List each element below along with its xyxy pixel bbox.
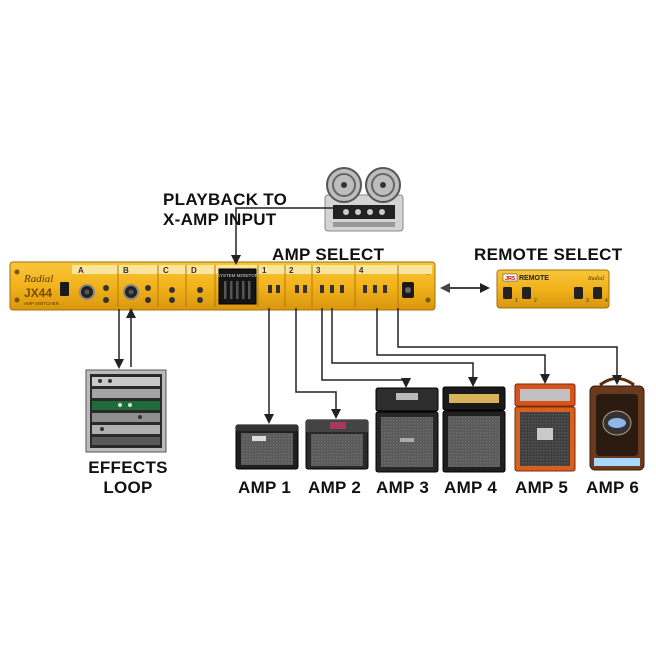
rack-section-label: 4 [359, 266, 364, 275]
playback-label-line1: PLAYBACK TO [163, 190, 288, 209]
amp-4-icon [442, 386, 506, 473]
remote-maker: Radial [587, 276, 604, 282]
remote-button-label: 2 [534, 298, 537, 304]
remote-button-label: 4 [605, 298, 608, 304]
effects-loop-label: EFFECTS LOOP [80, 458, 176, 498]
amp-3-icon [375, 387, 439, 473]
effects-label-line1: EFFECTS [88, 458, 168, 477]
amp-6-icon [589, 377, 645, 471]
signal-lines [114, 207, 622, 424]
remote-select-label: REMOTE SELECT [474, 245, 623, 264]
remote-button-label: 1 [515, 298, 518, 304]
rack-section-label: D [191, 266, 197, 275]
rack-section-label: 3 [316, 266, 321, 275]
rack-section-label: C [163, 266, 169, 275]
amp-2-label: AMP 2 [308, 478, 362, 497]
tape-machine-icon [324, 167, 404, 232]
amp-5-icon [514, 383, 576, 472]
effects-rack-icon [85, 369, 167, 453]
rack-section-label: 2 [289, 266, 294, 275]
amp-1-label: AMP 1 [238, 478, 292, 497]
rack-section-label: A [78, 266, 84, 275]
remote-title: REMOTE [519, 275, 549, 282]
amp-6-label: AMP 6 [586, 478, 640, 497]
rack-section-label: B [123, 266, 129, 275]
rack-monitor-label: SYSTEM MONITOR [217, 273, 259, 278]
rack-unit: Radial JX44 AMP SWITCHER A B C D 1 2 3 4 [9, 261, 436, 311]
amp-3-label: AMP 3 [376, 478, 430, 497]
amp-4-label: AMP 4 [444, 478, 498, 497]
rack-section-label: 1 [262, 266, 267, 275]
rack-brand: Radial [23, 273, 53, 285]
remote-footswitch: JR5 REMOTE Radial 1 2 3 4 [496, 269, 610, 309]
amp-select-label: AMP SELECT [272, 245, 385, 264]
playback-label-line2: X-AMP INPUT [163, 210, 277, 229]
rack-model: JX44 [24, 286, 52, 300]
remote-badge: JR5 [505, 276, 515, 282]
playback-label: PLAYBACK TO X-AMP INPUT [163, 190, 287, 230]
remote-button-label: 3 [586, 298, 589, 304]
amp-2-icon [305, 419, 369, 470]
amp-5-label: AMP 5 [515, 478, 569, 497]
amp-1-icon [235, 424, 299, 470]
rack-model-sub: AMP SWITCHER [24, 301, 60, 306]
effects-label-line2: LOOP [103, 478, 153, 497]
